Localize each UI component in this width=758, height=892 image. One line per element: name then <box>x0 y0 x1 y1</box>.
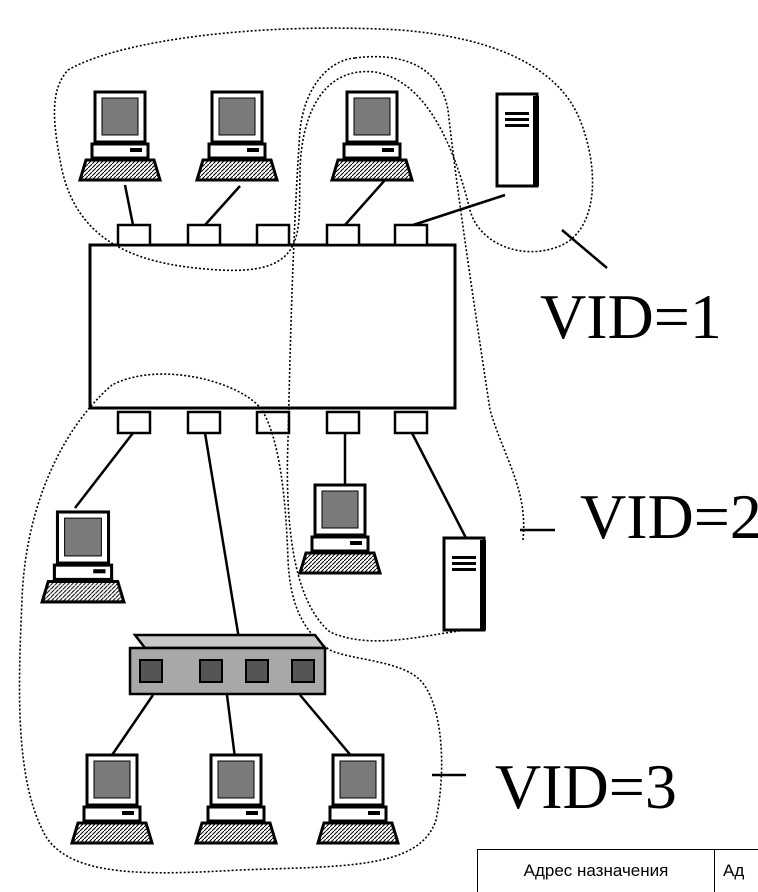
hub-icon <box>130 635 325 694</box>
computer-icon <box>318 755 398 843</box>
computer-icon <box>300 485 380 573</box>
address-table-fragment: Адрес назначения Ад <box>477 849 758 892</box>
vid-3-label: VID=3 <box>495 755 677 819</box>
server-icon <box>444 538 486 630</box>
computer-icon <box>332 92 412 180</box>
computer-icon <box>42 512 124 602</box>
vid-1-label: VID=1 <box>540 285 722 349</box>
port-icon <box>257 225 289 245</box>
table-header-source: Ад <box>723 850 758 892</box>
port-icon <box>395 412 427 433</box>
port-icon <box>395 225 427 245</box>
port-icon <box>118 225 150 245</box>
computer-icon <box>197 92 277 180</box>
switch-icon <box>90 245 455 408</box>
port-icon <box>327 412 359 433</box>
port-icon <box>327 225 359 245</box>
port-icon <box>118 412 150 433</box>
port-icon <box>188 225 220 245</box>
computer-icon <box>72 755 152 843</box>
port-icon <box>188 412 220 433</box>
vid-2-label: VID=2 <box>580 485 758 549</box>
server-icon <box>497 94 539 186</box>
table-header-destination: Адрес назначения <box>478 850 715 892</box>
port-icon <box>257 412 289 433</box>
computer-icon <box>196 755 276 843</box>
computer-icon <box>80 92 160 180</box>
